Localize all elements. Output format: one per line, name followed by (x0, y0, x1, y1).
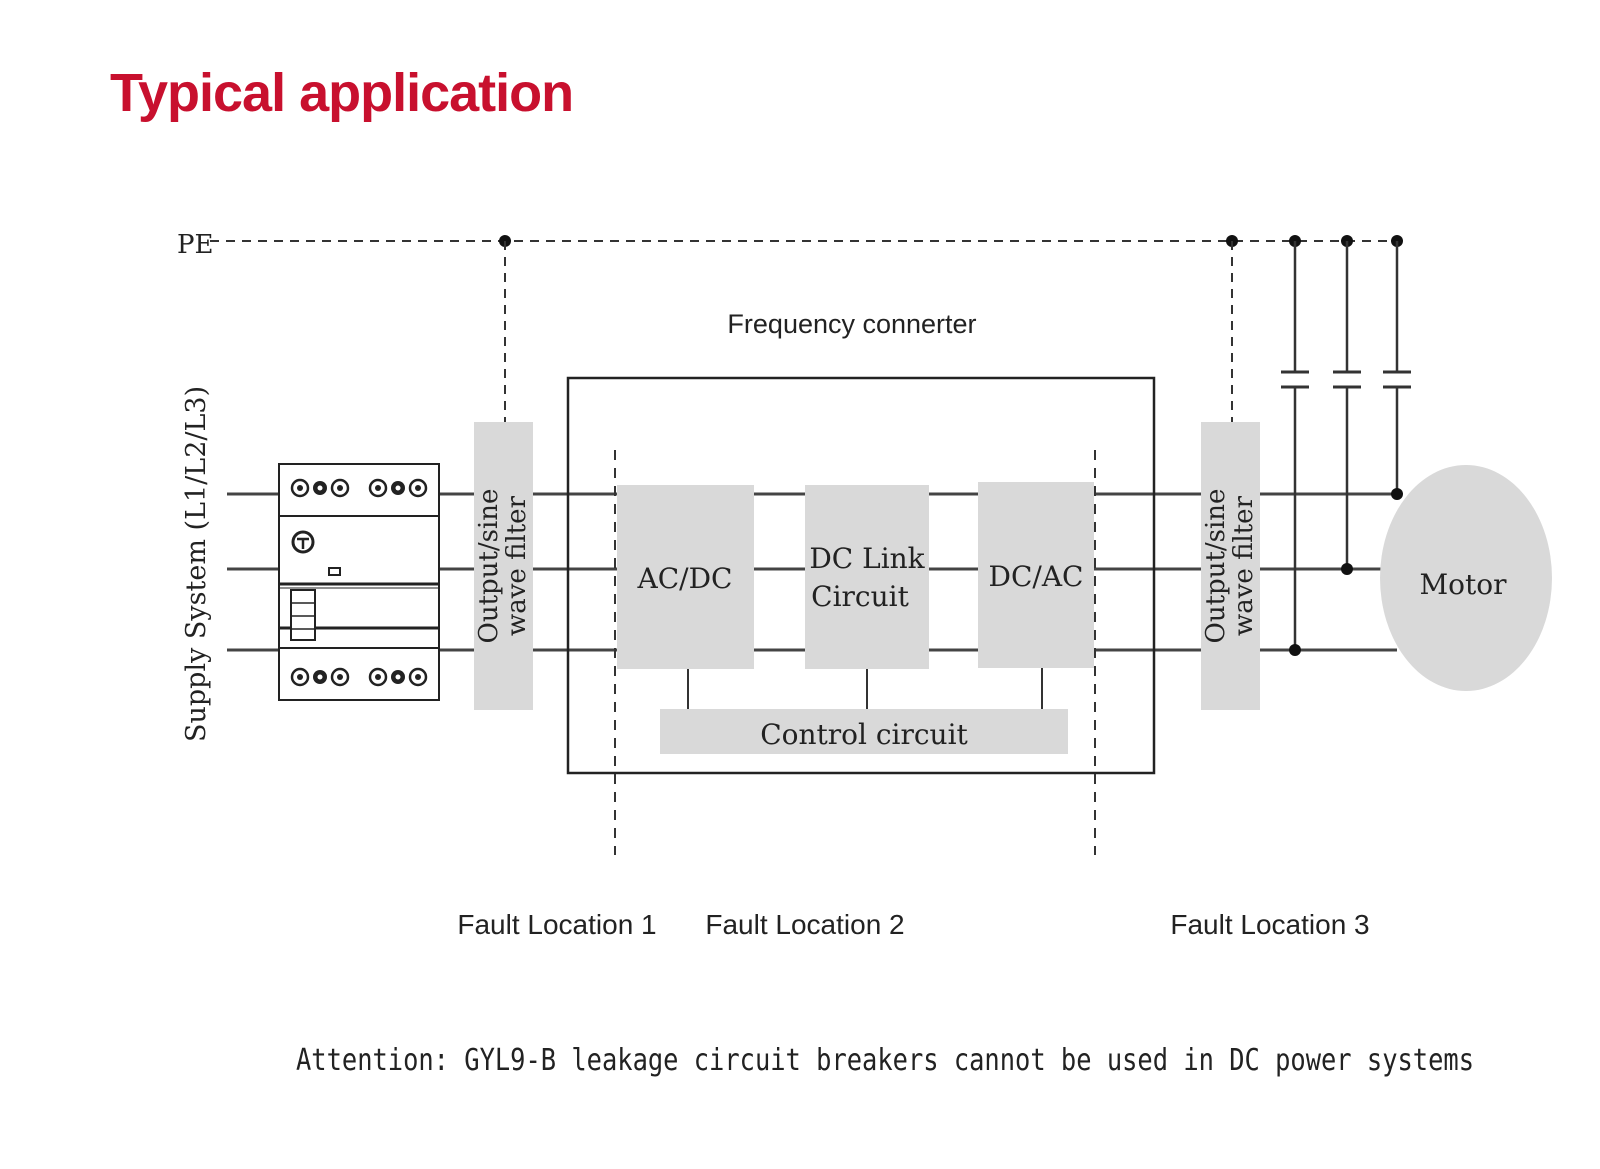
frequency-converter-box (566, 376, 1156, 775)
control-circuit-label: Control circuit (760, 718, 968, 751)
pe-label: PE (177, 230, 213, 260)
page-title: Typical application (110, 63, 574, 123)
dc-link-block (805, 485, 929, 669)
fault-location-2-label: Fault Location 2 (705, 909, 904, 940)
breaker-device (278, 463, 440, 701)
screw-terminal-icon (290, 667, 428, 687)
motor (1380, 465, 1552, 691)
indicator-window-icon (328, 567, 341, 576)
filter-2-label-line2: wave filter (1229, 495, 1259, 636)
frequency-converter-label: Frequency connerter (727, 309, 976, 339)
ac-dc-block (617, 485, 754, 669)
output-filter-2 (1201, 422, 1260, 710)
dc-link-label-line1: DC Link (809, 542, 925, 575)
screw-terminal-icon (290, 478, 428, 498)
dc-ac-block (978, 482, 1094, 668)
fault-location-1-label: Fault Location 1 (457, 909, 656, 940)
ac-dc-label: AC/DC (637, 562, 733, 595)
fault-location-3-label: Fault Location 3 (1170, 909, 1369, 940)
toggle-lever-icon (290, 589, 316, 641)
filter-1-label-line1: Output/sine (474, 489, 504, 644)
filter-1-label-line2: wave filter (502, 495, 532, 636)
filter-2-label-line1: Output/sine (1201, 489, 1231, 644)
test-button-icon (291, 530, 315, 554)
capacitor-l1 (1383, 241, 1411, 500)
dc-link-label-line2: Circuit (811, 580, 909, 613)
capacitor-l2 (1333, 241, 1361, 575)
attention-note: Attention: GYL9-B leakage circuit breake… (296, 1043, 1474, 1078)
output-filter-1 (474, 422, 533, 710)
control-circuit-block (660, 709, 1068, 754)
supply-system-label: Supply System (L1/L2/L3) (181, 386, 212, 742)
dc-ac-label: DC/AC (989, 560, 1084, 593)
capacitor-l3 (1281, 241, 1309, 656)
motor-label: Motor (1419, 568, 1507, 601)
